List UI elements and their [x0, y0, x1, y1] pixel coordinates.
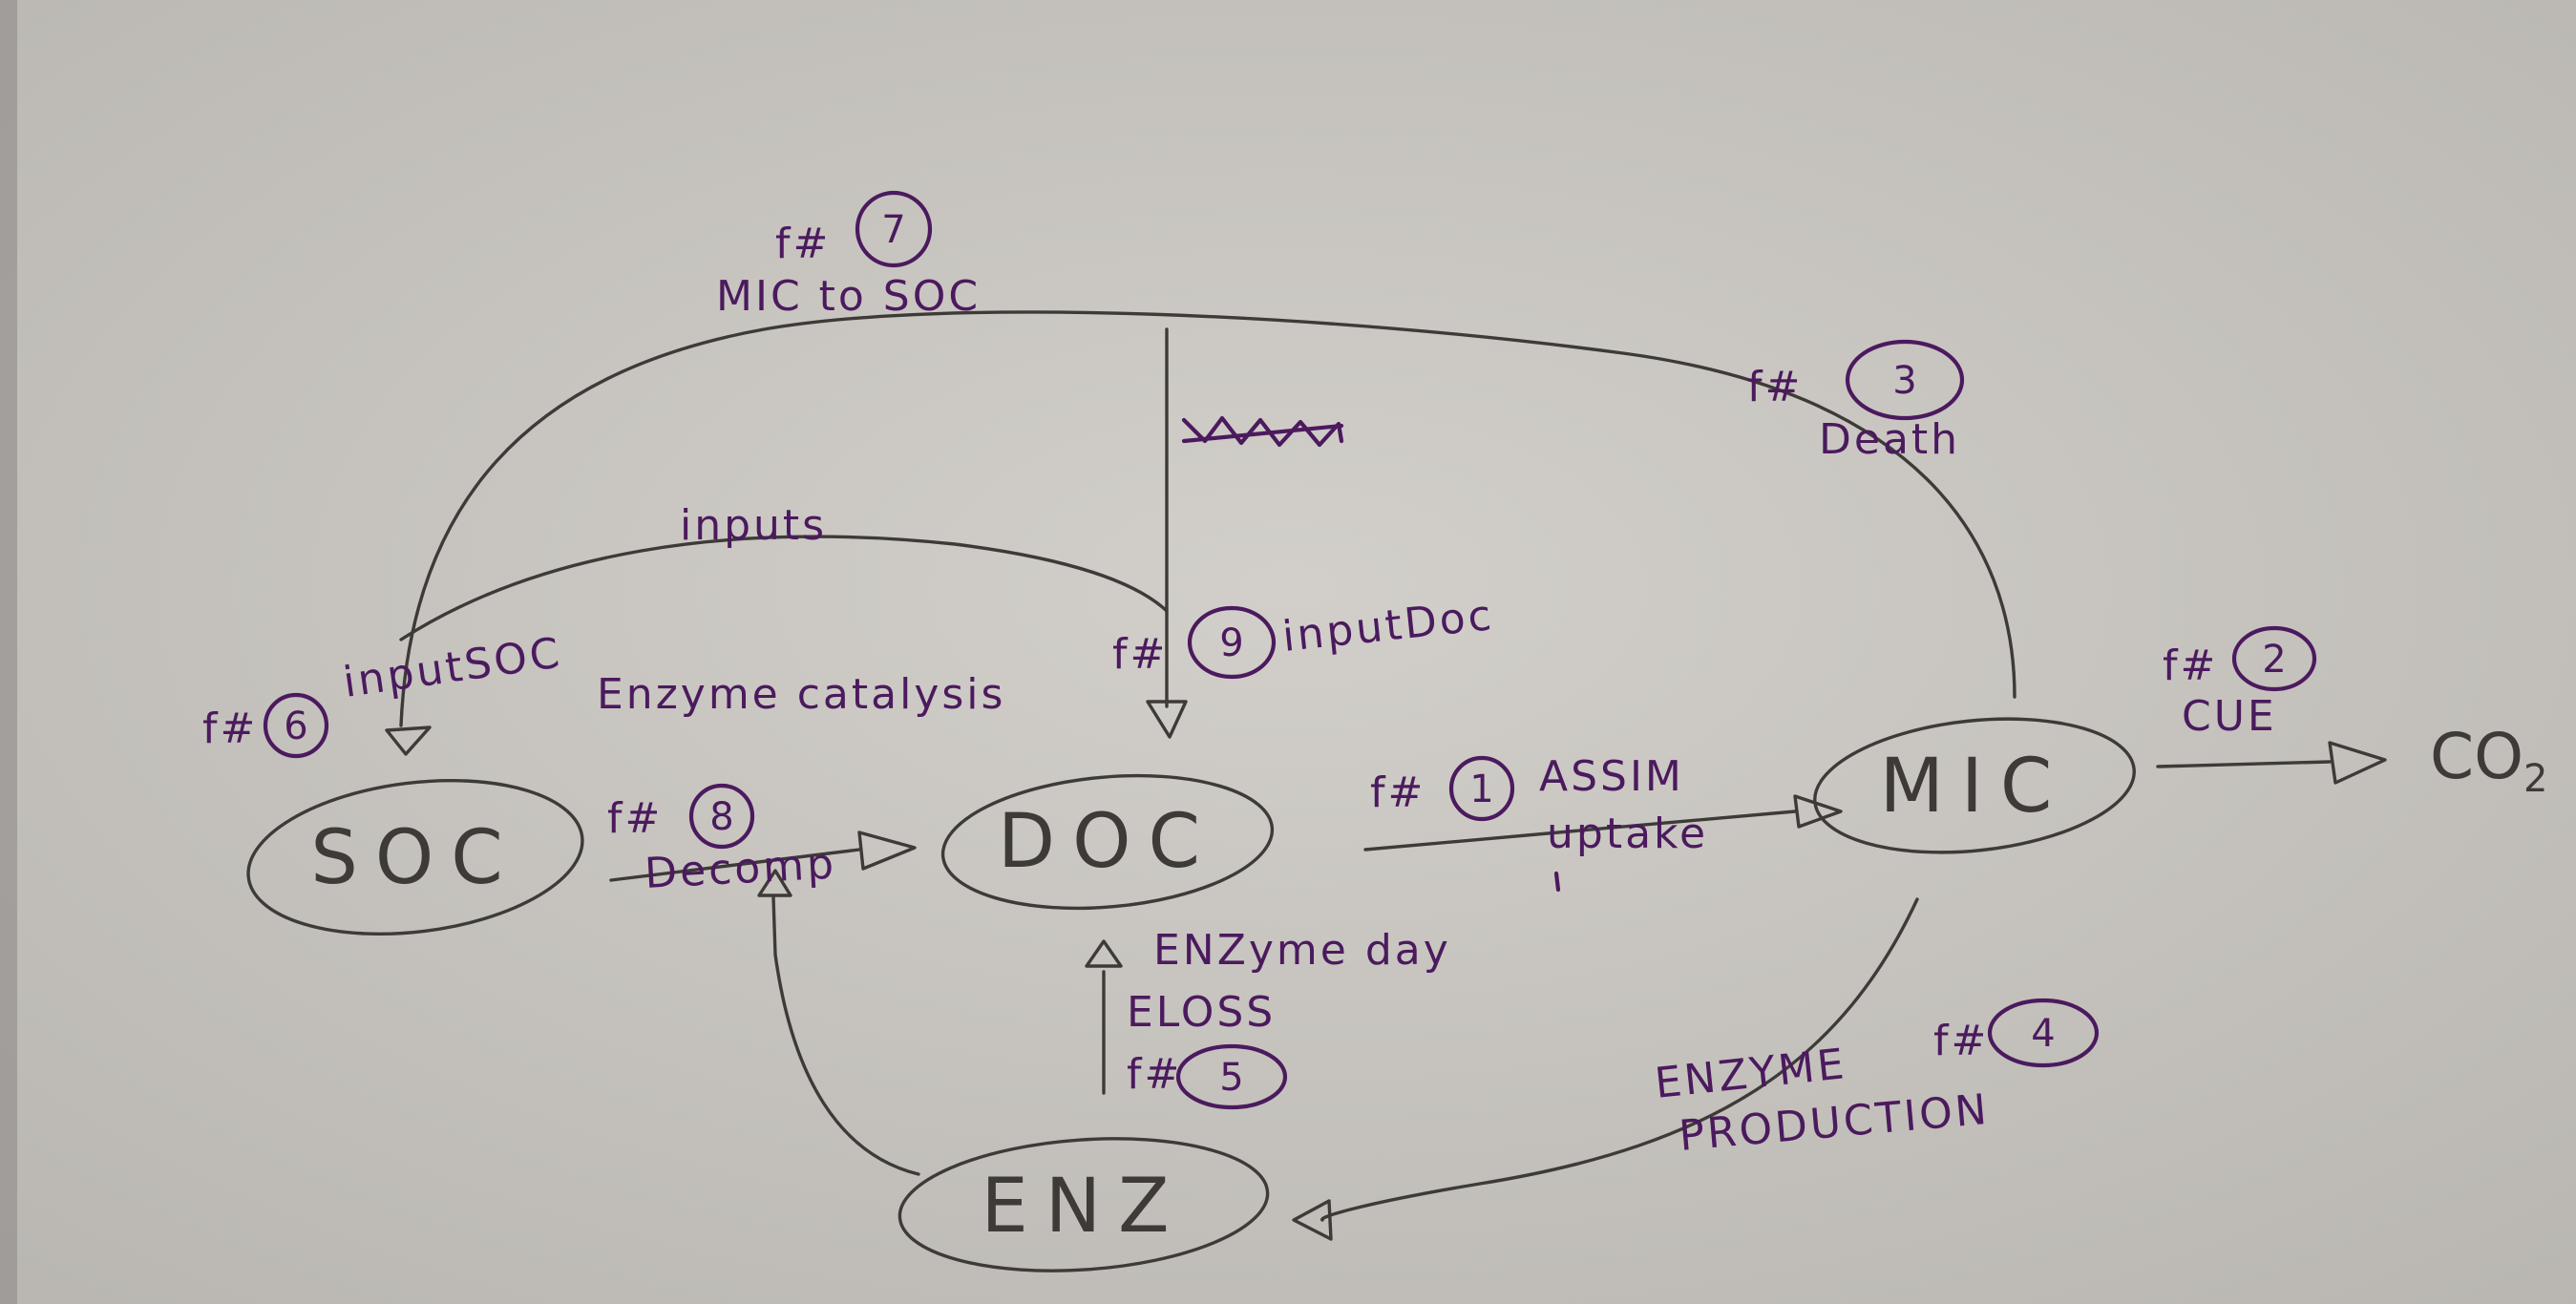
node-co2: CO2 — [2430, 720, 2548, 801]
scribble-cross-out — [1181, 415, 1344, 448]
arrowhead-enz-to-doc — [1085, 939, 1123, 968]
flow-f5: ENZyme day ELOSS f# 5 — [1127, 926, 1451, 1110]
flow-f8-number: 8 — [709, 795, 733, 839]
flow-f1-label: ASSIM — [1539, 752, 1684, 801]
arrow-mic-to-soc — [399, 310, 2016, 727]
arrowhead-doc-to-mic — [1793, 794, 1843, 829]
flow-f1-tick — [1553, 871, 1561, 893]
flow-f2-circle — [2231, 625, 2317, 692]
flow-f2: f# 2 CUE — [2163, 625, 2317, 741]
arrowhead-input-soc — [385, 726, 432, 756]
arrow-inputs — [399, 535, 1169, 641]
flow-f2-prefix: f# — [2163, 641, 2218, 690]
flow-f4-circle — [1987, 998, 2100, 1068]
arrowhead-input-doc — [1146, 700, 1188, 739]
flow-f1-circle — [1448, 755, 1515, 822]
flow-f5-circle — [1175, 1043, 1288, 1110]
flow-f1: f# 1 ASSIM uptake — [1370, 752, 1708, 893]
arrowhead-mic-to-co2 — [2328, 741, 2387, 785]
flow-f8-prefix: f# — [607, 794, 663, 843]
node-doc-label: DOC — [998, 799, 1217, 885]
flow-f4-prefix: f# — [1933, 1017, 1989, 1065]
flow-f2-label: CUE — [2182, 692, 2277, 741]
flow-f9-number: 9 — [1219, 621, 1243, 665]
flow-f3-number: 3 — [1892, 359, 1916, 403]
left-shadow — [0, 0, 17, 1304]
flow-f1-sublabel: uptake — [1547, 810, 1708, 858]
arrow-mic-to-co2 — [2156, 760, 2332, 768]
flow-f5-label: ELOSS — [1127, 988, 1276, 1037]
flow-f8-circle — [688, 783, 755, 850]
node-mic: MIC — [1813, 717, 2136, 854]
arrowhead-soc-to-doc — [857, 831, 917, 871]
flow-f5-label2: ENZyme day — [1153, 926, 1451, 975]
label-enzyme-catalysis: Enzyme catalysis — [597, 670, 1005, 719]
flow-f7: f# 7 MIC to SOC — [716, 190, 981, 321]
arrowhead-enz-catalysis — [757, 869, 792, 897]
flow-f7-circle — [855, 190, 933, 268]
flow-f1-prefix: f# — [1370, 768, 1425, 817]
flow-f3: f# 3 Death — [1747, 339, 1965, 464]
flow-f3-label: Death — [1819, 415, 1960, 464]
node-soc: SOC — [246, 778, 584, 936]
label-inputs: inputs — [680, 501, 827, 550]
flow-f5-prefix: f# — [1127, 1050, 1182, 1099]
flow-f3-circle — [1845, 339, 1965, 421]
node-co2-label: CO2 — [2430, 720, 2548, 801]
node-enz-label: ENZ — [981, 1164, 1186, 1250]
flow-f8-label: Decomp — [644, 840, 837, 898]
node-doc: DOC — [940, 773, 1275, 911]
flow-f1-number: 1 — [1469, 768, 1493, 811]
flow-f8: f# 8 Decomp — [607, 783, 837, 898]
flow-f3-prefix: f# — [1747, 363, 1803, 411]
flow-f7-number: 7 — [881, 208, 905, 252]
arrow-doc-to-mic — [1363, 810, 1797, 852]
node-enz: ENZ — [897, 1137, 1270, 1272]
flow-f9-prefix: f# — [1112, 630, 1168, 679]
flow-f4-number: 4 — [2031, 1012, 2055, 1056]
arrow-soc-to-doc — [609, 848, 861, 882]
flow-f2-number: 2 — [2262, 638, 2286, 682]
arrowhead-mic-to-enz — [1292, 1199, 1333, 1241]
flow-f7-prefix: f# — [775, 220, 831, 268]
flow-f5-number: 5 — [1219, 1056, 1243, 1100]
flow-f9-circle — [1187, 605, 1277, 680]
flow-f6-circle — [263, 692, 329, 759]
flow-f6-prefix: f# — [202, 705, 258, 753]
flow-f6-number: 6 — [284, 705, 307, 748]
flow-f7-label: MIC to SOC — [716, 272, 981, 321]
arrow-enz-catalysis — [771, 895, 920, 1176]
node-mic-label: MIC — [1880, 744, 2070, 830]
arrow-mic-to-enz — [1320, 897, 1919, 1222]
node-soc-label: SOC — [310, 815, 519, 901]
